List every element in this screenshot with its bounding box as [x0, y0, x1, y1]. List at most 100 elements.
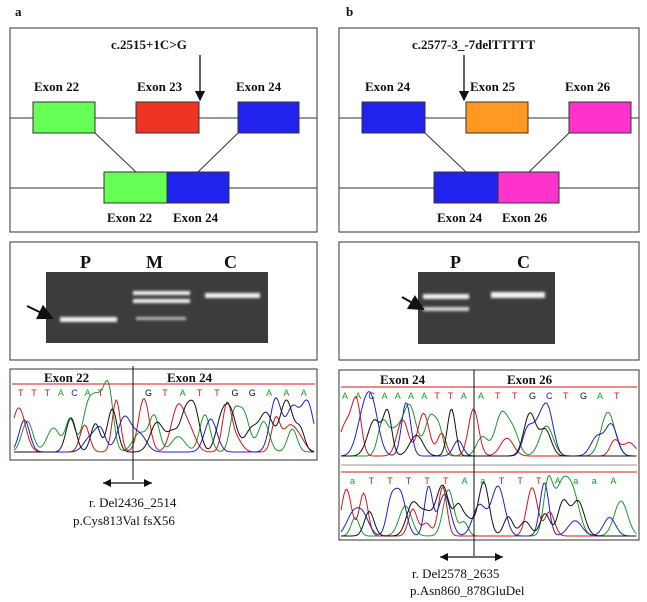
chromatogram-trace [13, 379, 314, 453]
sequence-base: T [499, 476, 505, 486]
gel-band [423, 307, 469, 311]
annotation-a-2: p.Cys813Val fsX56 [73, 513, 175, 528]
sequence-base: T [443, 476, 449, 486]
exon-box-b-26 [568, 101, 632, 134]
chromatogram-trace [14, 399, 315, 453]
exon-box-b-25 [465, 101, 529, 134]
sequence-base: A [266, 388, 272, 398]
exon-box-a-24 [237, 101, 300, 134]
sequence-base: G [249, 388, 256, 398]
exon-label-b-top-1: Exon 25 [470, 79, 516, 94]
sequence-base: T [162, 388, 168, 398]
gel-band [133, 299, 190, 303]
gel-band [423, 294, 469, 299]
sequence-base: A [382, 391, 388, 401]
sequence-base: A [301, 388, 307, 398]
annotation-b-2: p.Asn860_878GluDel [410, 583, 525, 598]
sequence-base: A [180, 388, 186, 398]
sequence-base: T [406, 476, 412, 486]
sequence-base: G [529, 391, 536, 401]
chrom-label-a-1: Exon 24 [167, 370, 213, 385]
trace-b-upper [340, 391, 637, 457]
gel-band [60, 317, 117, 322]
gel-lane-b-0: P [450, 252, 461, 272]
gel-arrow-b [401, 295, 425, 310]
splice-line-b-left [424, 132, 467, 173]
gel-panel-a: P M C [9, 241, 318, 361]
chromatogram-trace [341, 408, 637, 457]
chromatogram-trace [13, 397, 315, 453]
sequence-base: T [563, 391, 569, 401]
fused-label-a-0: Exon 22 [107, 210, 152, 225]
sequence-base: a [573, 476, 578, 486]
sequence-base: T [495, 391, 501, 401]
panel-b-letter: b [346, 4, 353, 19]
sequence-base: C [546, 391, 553, 401]
sequence-base: A [478, 391, 484, 401]
annotation-a-1: r. Del2436_2514 [89, 495, 177, 510]
sequence-base: T [98, 388, 104, 398]
splice-line-b-right [528, 132, 570, 173]
gel-arrow-a [26, 304, 54, 320]
sequence-base: T [536, 476, 542, 486]
sequence-base: a [480, 476, 485, 486]
fused-label-b-0: Exon 24 [437, 210, 483, 225]
sequence-base: T [369, 476, 375, 486]
exon-label-b-top-0: Exon 24 [365, 79, 411, 94]
gel-band [205, 293, 260, 298]
sequence-base: T [45, 388, 51, 398]
sequence-base: T [614, 391, 620, 401]
fused-exon-b-24 [433, 171, 499, 204]
chrom-label-b-0: Exon 24 [380, 372, 426, 387]
splice-line-a-left [94, 132, 137, 173]
sequence-base: G [580, 391, 587, 401]
sequence-base: A [462, 476, 468, 486]
sequence-base: A [408, 391, 414, 401]
sequence-base: A [395, 391, 401, 401]
sequence-base: T [434, 391, 440, 401]
sequence-base: A [461, 391, 467, 401]
panel-a-letter: a [15, 4, 22, 19]
sequence-base: a [350, 476, 355, 486]
gel-lane-b-1: C [517, 252, 530, 272]
fused-label-a-1: Exon 24 [173, 210, 219, 225]
sequence-base: T [197, 388, 203, 398]
chrom-label-a-0: Exon 22 [44, 370, 89, 385]
sequence-base: A [597, 391, 603, 401]
trace-a [13, 379, 315, 453]
sequence-base: T [18, 388, 24, 398]
gel-image-a [46, 272, 268, 343]
splicing-diagram-b: c.2577-3_-7delTTTTT Exon 24 Exon 25 Exon… [338, 27, 640, 233]
exon-label-a-top-1: Exon 23 [137, 79, 183, 94]
annotation-b-1: r. Del2578_2635 [412, 566, 499, 581]
trace-b-lower [340, 474, 637, 537]
sequence-base: A [58, 388, 64, 398]
exon-box-a-23 [135, 101, 200, 134]
sequence-base: A [555, 476, 561, 486]
exon-label-a-top-2: Exon 24 [236, 79, 282, 94]
chromatogram-trace [340, 482, 637, 537]
splicing-diagram-a: c.2515+1C>G Exon 22 Exon 23 Exon 24 Exon… [9, 27, 318, 233]
sequence-base: T [31, 388, 37, 398]
sequence-base: T [512, 391, 518, 401]
gel-band [136, 317, 186, 320]
fused-label-b-1: Exon 26 [502, 210, 548, 225]
sequence-base: T [517, 476, 523, 486]
sequence-base: A [421, 391, 427, 401]
chromatogram-trace [341, 481, 637, 537]
gel-lane-a-0: P [80, 252, 91, 272]
exon-box-b-24 [361, 101, 426, 134]
exon-box-a-22 [32, 101, 96, 134]
gel-band [133, 291, 190, 295]
sequence-base: A [355, 391, 361, 401]
chrom-label-b-1: Exon 26 [507, 372, 553, 387]
sequence-base: T [387, 476, 393, 486]
gel-lane-a-1: M [146, 252, 163, 272]
sequence-base: G [145, 388, 152, 398]
